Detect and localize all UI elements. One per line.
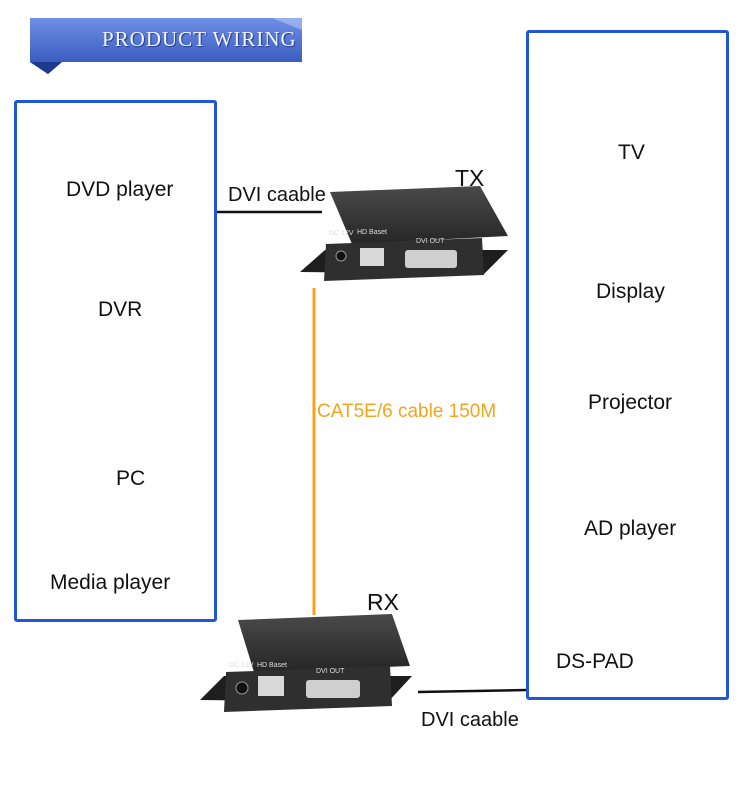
rx-label: RX xyxy=(367,589,399,615)
product-wiring-banner: PRODUCT WIRING xyxy=(30,18,302,62)
rx-port-hdbaset-label: HD Baset xyxy=(257,662,287,669)
source-label-dvr: DVR xyxy=(98,298,143,321)
display-label-tv: TV xyxy=(618,141,645,164)
banner-ribbon xyxy=(30,18,302,74)
tx-device-icon xyxy=(300,186,508,281)
tx-port-hdbaset-label: HD Baset xyxy=(357,229,387,236)
sources-panel xyxy=(14,100,217,622)
tx-port-dvi-label: DVI OUT xyxy=(416,238,445,245)
tx-label: TX xyxy=(455,165,485,191)
link-cable-label: CAT5E/6 cable 150M xyxy=(317,401,497,422)
source-label-dvd-player: DVD player xyxy=(66,178,174,201)
rx-device-icon xyxy=(200,614,412,712)
output-cable-label: DVI caable xyxy=(421,709,519,731)
source-label-media-player: Media player xyxy=(50,571,171,594)
displays-panel xyxy=(526,30,729,700)
source-label-pc: PC xyxy=(116,467,146,490)
display-label-ad-player: AD player xyxy=(584,517,677,540)
rx-port-power-label: DC 12V xyxy=(229,662,254,669)
input-cable-label: DVI caable xyxy=(228,184,326,206)
banner-title: PRODUCT WIRING xyxy=(102,27,297,51)
display-label-ds-pad: DS-PAD xyxy=(556,650,634,673)
display-label-projector: Projector xyxy=(588,391,673,414)
output-cable-line xyxy=(417,688,528,694)
display-label-display: Display xyxy=(596,280,665,303)
rx-port-dvi-label: DVI OUT xyxy=(316,668,345,675)
tx-port-power-label: DC 12V xyxy=(329,230,354,237)
